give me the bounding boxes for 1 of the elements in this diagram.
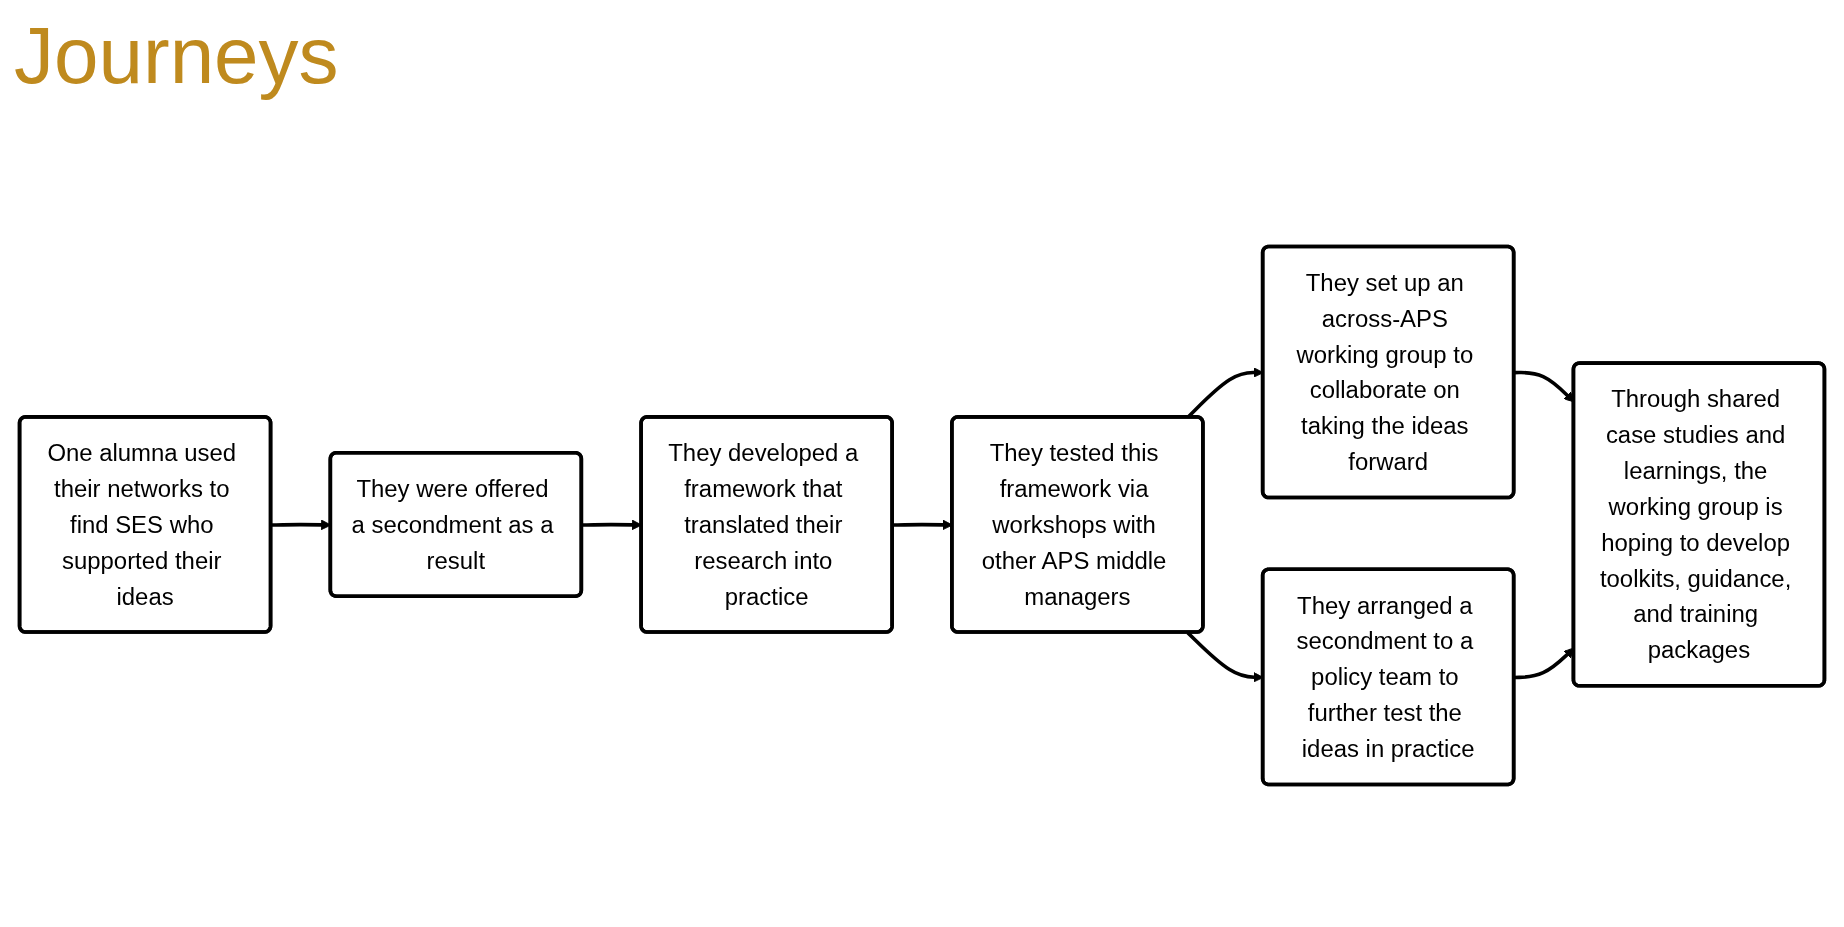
title: Journeys (14, 10, 339, 102)
